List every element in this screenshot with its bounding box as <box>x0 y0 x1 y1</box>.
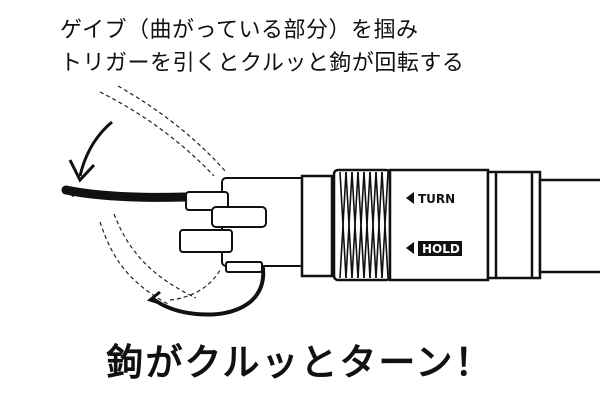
hold-arrow-icon <box>406 242 414 254</box>
headline: 鉤がクルッとターン！ <box>106 341 494 384</box>
hold-text: HOLD <box>422 242 460 256</box>
caption-line-2: トリガーを引くとクルッと鉤が回転する <box>60 51 465 76</box>
gaff-hook-lower <box>150 261 266 317</box>
turn-label: TURN <box>406 192 455 206</box>
turn-text: TURN <box>418 192 455 206</box>
knurled-grip-ring <box>339 171 389 279</box>
hold-badge <box>418 241 462 256</box>
trigger-mechanism <box>179 177 305 273</box>
rotation-ghost-dashed <box>99 85 227 305</box>
rotation-arrow-top <box>68 120 113 183</box>
turn-arrow-icon <box>406 192 414 204</box>
caption-line-1: ゲイブ（曲がっている部分）を掴み <box>60 18 419 43</box>
hold-label: HOLD <box>406 241 462 256</box>
instruction-caption: ゲイブ（曲がっている部分）を掴み トリガーを引くとクルッと鉤が回転する <box>60 14 590 80</box>
